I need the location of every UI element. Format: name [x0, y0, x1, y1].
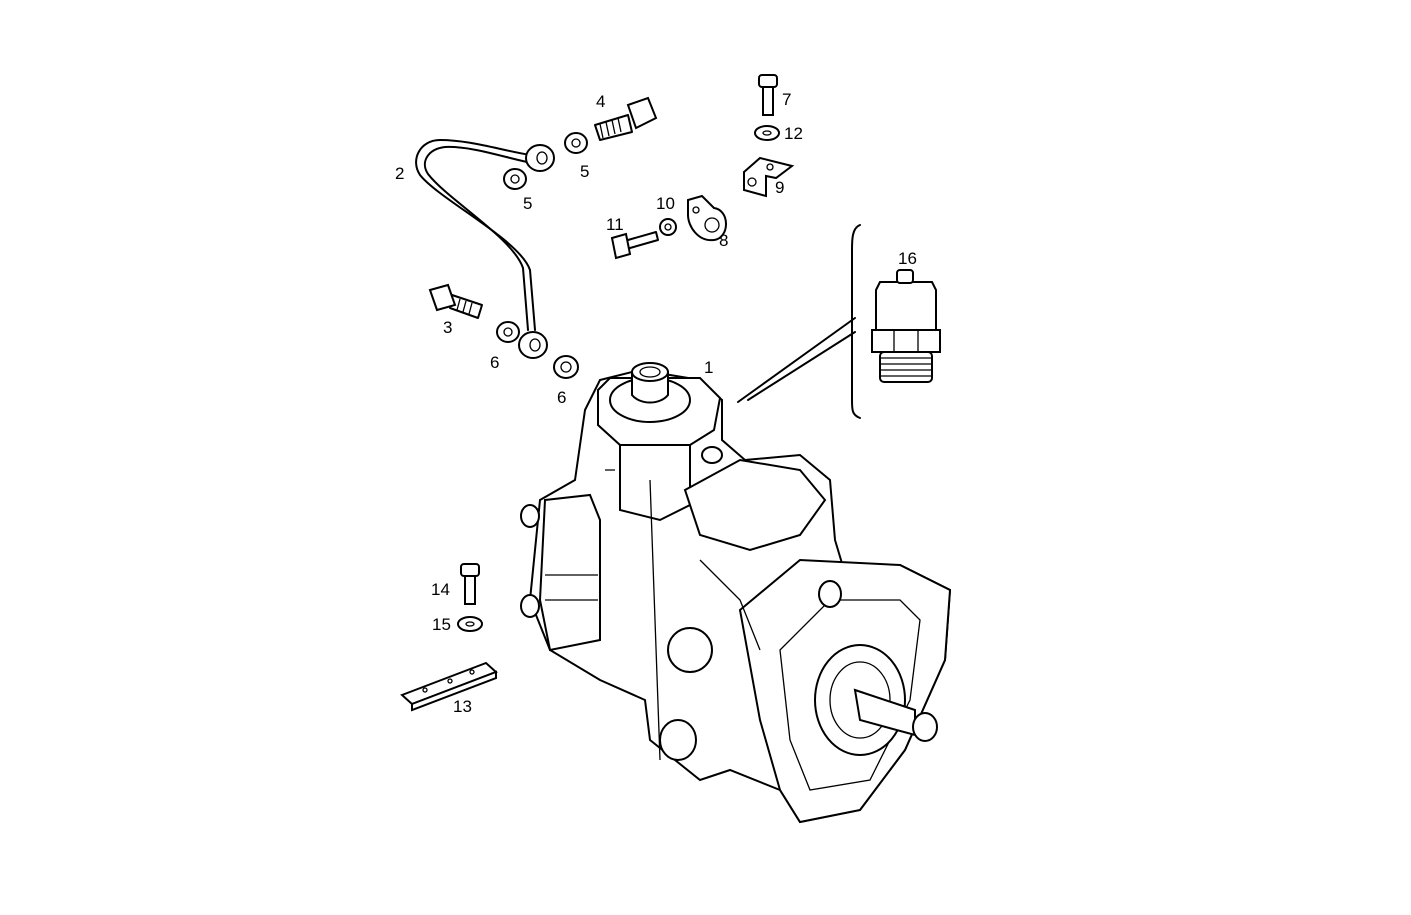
callout-14: 14 [431, 580, 450, 599]
callout-5a: 5 [580, 162, 589, 181]
callout-4: 4 [596, 92, 605, 111]
part-13-plate [400, 661, 498, 712]
callout-11: 11 [606, 215, 624, 234]
part-2-pipe [415, 139, 555, 359]
part-4-bolt [594, 96, 658, 141]
part-1-injection-pump [520, 362, 952, 824]
callout-8: 8 [719, 231, 728, 250]
callout-6b: 6 [557, 388, 566, 407]
part-9-bracket [743, 156, 795, 198]
part-8-clamp [687, 194, 727, 242]
part-5-washers [503, 132, 588, 190]
callout-1: 1 [704, 358, 713, 377]
callout-16: 16 [898, 249, 917, 268]
part-11-bolt [610, 231, 659, 260]
part-6-washers [496, 321, 579, 379]
part-3-bolt [428, 283, 483, 319]
callout-2: 2 [395, 164, 404, 183]
callout-7: 7 [782, 90, 791, 109]
part-12-washer [754, 125, 780, 141]
part-14-bolt [460, 563, 480, 605]
callout-15: 15 [432, 615, 451, 634]
part-7-bolt [758, 74, 778, 116]
callout-9: 9 [775, 178, 784, 197]
callout-10: 10 [656, 194, 675, 213]
callout-13: 13 [453, 697, 472, 716]
callout-6a: 6 [490, 353, 499, 372]
callout-labels: 1 2 3 4 5 5 6 6 7 8 9 10 11 12 13 14 15 … [395, 90, 917, 716]
callout-5b: 5 [523, 194, 532, 213]
callout-12: 12 [784, 124, 803, 143]
part-15-washer [457, 616, 483, 632]
part-16-sensor [737, 224, 941, 419]
callout-3: 3 [443, 318, 452, 337]
part-10-washer [659, 218, 677, 236]
